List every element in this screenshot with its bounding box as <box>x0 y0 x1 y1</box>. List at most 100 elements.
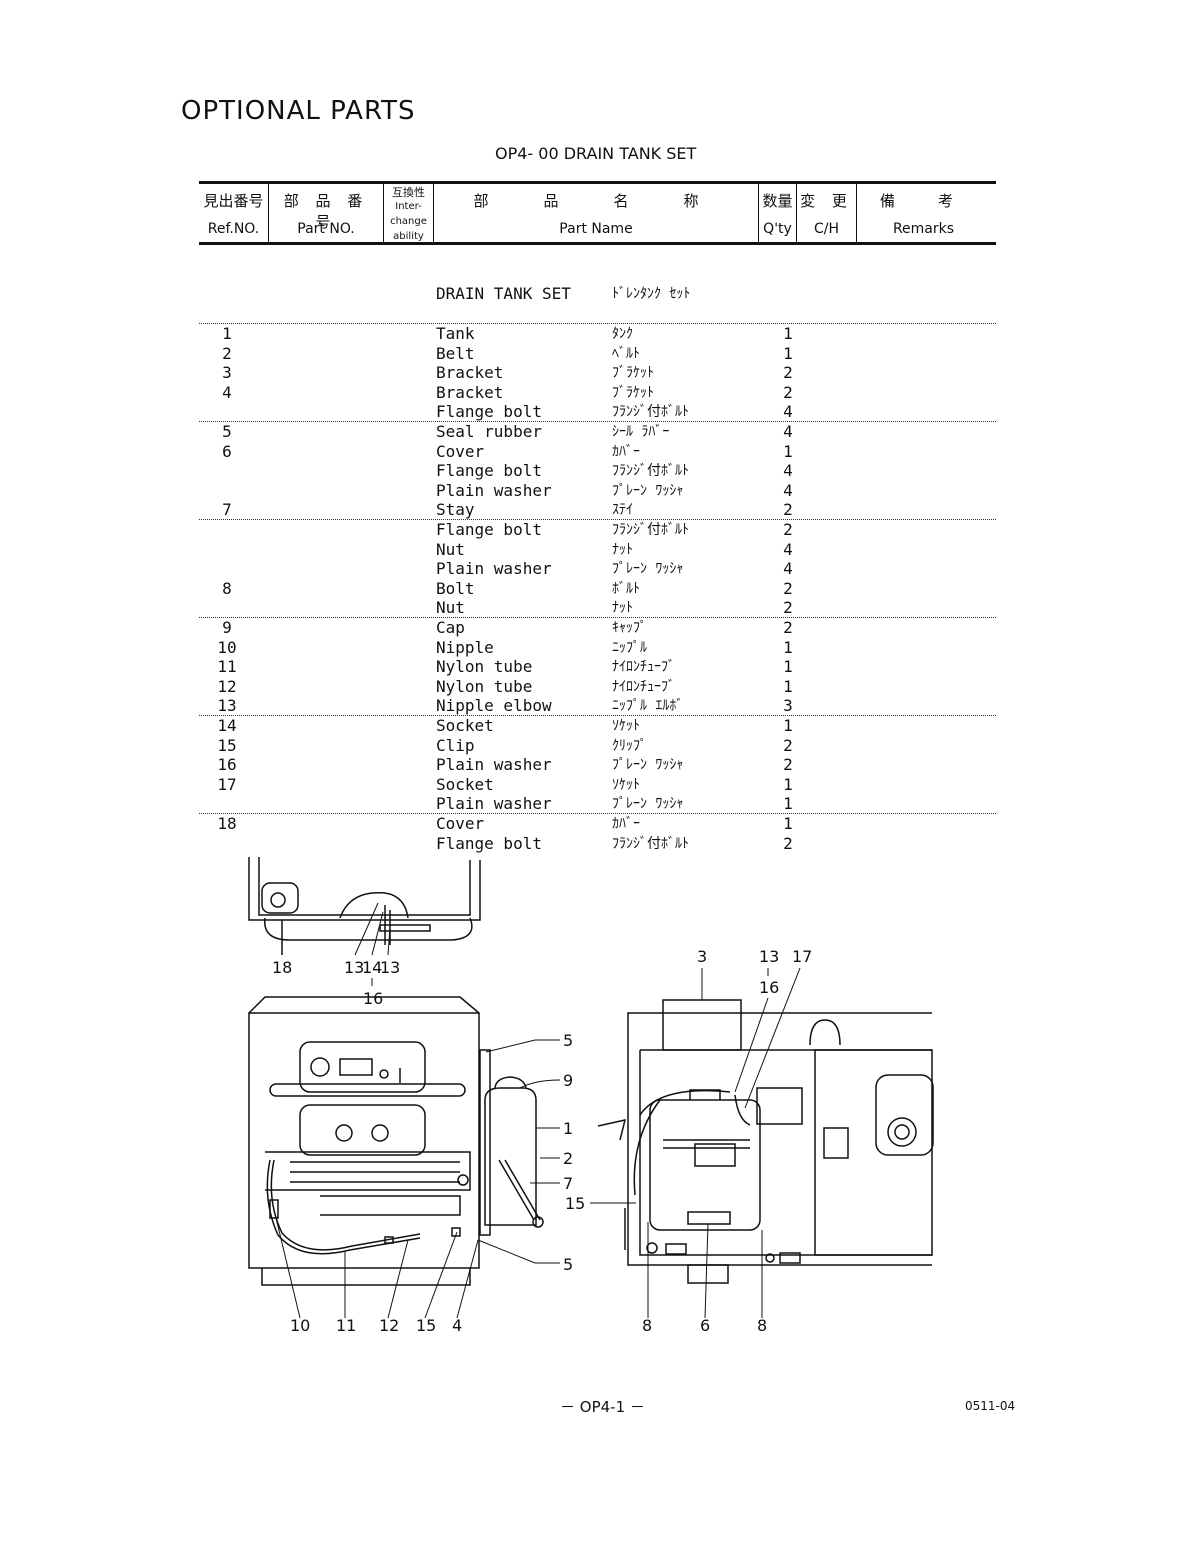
header-part-no: 部 品 番 号 Part NO. <box>269 184 384 242</box>
table-row: 18 Cover ｶﾊﾞｰ 1 <box>199 814 996 834</box>
callout-label: 8 <box>642 1316 652 1335</box>
quantity: 1 <box>783 657 793 677</box>
ref-number: 15 <box>217 735 237 755</box>
page-number: － OP4-1 － <box>560 1398 645 1416</box>
part-name: Tank <box>436 324 475 343</box>
quantity: 1 <box>783 794 793 814</box>
front-view <box>248 996 544 1286</box>
quantity: 1 <box>783 814 793 833</box>
quantity: 2 <box>783 520 793 539</box>
ref-number: 1 <box>222 324 232 343</box>
callout-label: 5 <box>563 1255 573 1274</box>
quantity: 2 <box>783 382 793 402</box>
ref-number: 18 <box>217 814 237 833</box>
group-separator <box>199 617 996 618</box>
ref-number: 12 <box>217 676 237 696</box>
part-name-jp: ｶﾊﾞｰ <box>612 816 640 832</box>
part-name: Seal rubber <box>436 422 542 441</box>
part-name-jp: ﾌﾗﾝｼﾞ付ﾎﾞﾙﾄ <box>612 835 689 852</box>
callout-label: 16 <box>759 978 779 997</box>
callout-label: 15 <box>416 1316 436 1335</box>
callout-label: 2 <box>563 1149 573 1168</box>
quantity: 2 <box>783 598 793 618</box>
group-separator <box>199 813 996 814</box>
part-name: Cover <box>436 814 485 833</box>
quantity: 1 <box>783 637 793 657</box>
header-remarks: 備 考 Remarks <box>879 192 967 237</box>
part-name-jp: ﾎﾞﾙﾄ <box>612 580 640 597</box>
ref-number: 6 <box>222 441 232 461</box>
ref-number: 11 <box>217 657 237 677</box>
quantity: 2 <box>783 578 793 598</box>
part-name: Clip <box>436 735 475 755</box>
callout-label: 11 <box>336 1316 356 1335</box>
callout-label: 7 <box>563 1174 573 1193</box>
table-header: 見出番号 Ref.NO. 部 品 番 号 Part NO. 互換性 Inter-… <box>199 181 996 245</box>
callout-label: 10 <box>290 1316 310 1335</box>
callout-label: 13 <box>380 958 400 977</box>
callout-label: 1 <box>563 1119 573 1138</box>
part-name: Bracket <box>436 382 504 402</box>
top-view <box>248 857 481 955</box>
ref-number: 3 <box>222 363 232 383</box>
group-separator <box>199 323 996 324</box>
part-name: Bolt <box>436 578 475 598</box>
callout-label: 3 <box>697 947 707 966</box>
part-name: Flange bolt <box>436 402 542 422</box>
diagram-callouts: 18 13 14 13 16 5 9 1 2 7 15 5 10 11 12 1… <box>272 947 812 1335</box>
ref-number: 5 <box>222 422 232 441</box>
quantity: 1 <box>783 343 793 363</box>
ref-number: 8 <box>222 578 232 598</box>
callout-label: 15 <box>565 1194 585 1213</box>
assembly-jp: ﾄﾞﾚﾝﾀﾝｸ ｾｯﾄ <box>612 286 691 302</box>
part-name: Stay <box>436 500 475 520</box>
part-name-jp: ﾌﾞﾗｹｯﾄ <box>612 384 654 401</box>
part-name: Flange bolt <box>436 461 542 481</box>
table-row: 3 Bracket ﾌﾞﾗｹｯﾄ 2 <box>199 363 996 383</box>
ref-number: 14 <box>217 716 237 735</box>
part-name-jp: ﾆｯﾌﾟﾙ ｴﾙﾎﾞ <box>612 698 684 715</box>
part-name-jp: ｽﾃｲ <box>612 502 633 519</box>
quantity: 1 <box>783 676 793 696</box>
part-name-jp: ﾌﾗﾝｼﾞ付ﾎﾞﾙﾄ <box>612 404 689 421</box>
part-name-jp: ﾌﾞﾗｹｯﾄ <box>612 365 654 382</box>
ref-number: 13 <box>217 696 237 716</box>
part-name: Nipple <box>436 637 494 657</box>
part-name: Nipple elbow <box>436 696 552 716</box>
quantity: 4 <box>783 559 793 579</box>
part-name: Plain washer <box>436 794 552 814</box>
ref-number: 10 <box>217 637 237 657</box>
callout-label: 5 <box>563 1031 573 1050</box>
quantity: 3 <box>783 696 793 716</box>
part-name-jp: ｼｰﾙ ﾗﾊﾞｰ <box>612 424 670 440</box>
part-name: Bracket <box>436 363 504 383</box>
part-name: Plain washer <box>436 559 552 579</box>
quantity: 2 <box>783 755 793 775</box>
quantity: 2 <box>783 363 793 383</box>
part-name: Flange bolt <box>436 833 542 853</box>
callout-label: 14 <box>362 958 382 977</box>
header-part-name: 部 品 名 称 Part Name <box>434 184 759 242</box>
part-name-jp: ｶﾊﾞｰ <box>612 443 640 460</box>
quantity: 4 <box>783 480 793 500</box>
group-separator <box>199 519 996 520</box>
part-name: Nut <box>436 598 465 618</box>
part-name-jp: ﾅｯﾄ <box>612 541 633 558</box>
ref-number: 9 <box>222 618 232 637</box>
part-name: Cover <box>436 441 485 461</box>
part-name-jp: ﾅｯﾄ <box>612 600 633 617</box>
callout-label: 16 <box>363 989 383 1008</box>
callout-label: 12 <box>379 1316 399 1335</box>
